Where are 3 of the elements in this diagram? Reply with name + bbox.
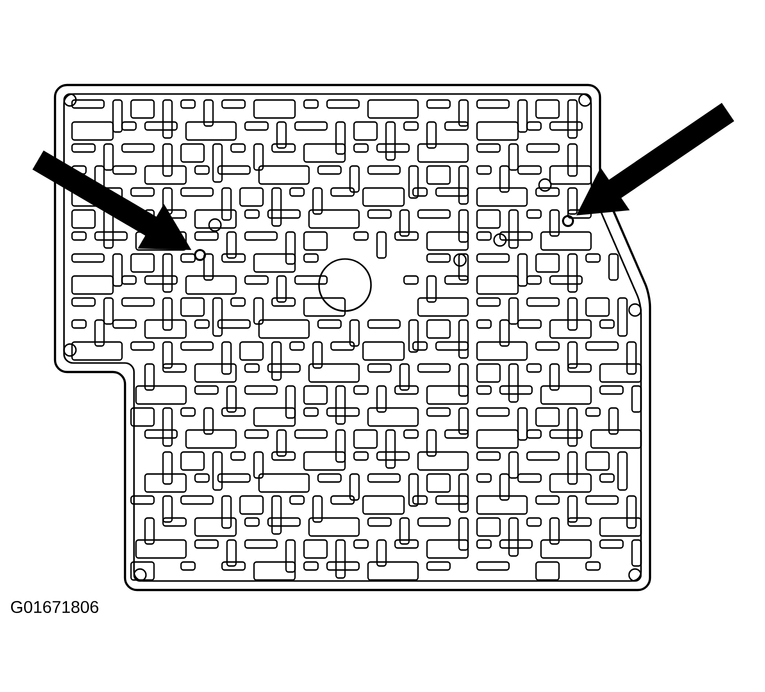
figure-code: G01671806 (11, 600, 98, 614)
hole (562, 215, 574, 227)
hole (194, 249, 206, 261)
